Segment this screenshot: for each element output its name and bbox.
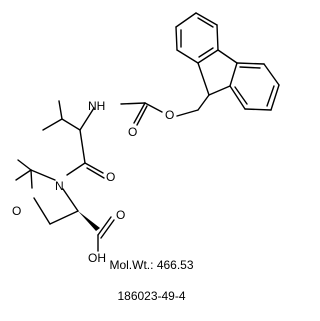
acid-oxygen-label: O (116, 208, 125, 222)
chemical-structure-diagram: NH O O O N O O OH (12, 12, 280, 265)
molecular-weight: Mol.Wt.: 466.53 (0, 258, 303, 272)
carbonyl-oxygen-label: O (128, 125, 137, 139)
fmoc-linker (120, 94, 210, 126)
carboxylic-acid (97, 216, 115, 252)
valine-backbone (42, 100, 105, 179)
oxazolidine-ring (15, 159, 79, 225)
amide-oxygen-label: O (106, 170, 115, 184)
structure-canvas: NH O O O N O O OH Mol.Wt.: 466.53 186023… (0, 12, 303, 303)
carbamate-oxygen-label: O (165, 108, 174, 122)
fluorene-right-ring (229, 62, 280, 111)
mol-wt-label: Mol.Wt.: (109, 258, 154, 272)
ring-oxygen-label: O (12, 204, 21, 218)
ring-nitrogen-label: N (55, 179, 64, 193)
fluorene-five-ring (197, 49, 238, 96)
cas-number: 186023-49-4 (117, 289, 186, 303)
nh-label: NH (88, 99, 105, 113)
acid-hydroxyl-label: OH (88, 251, 106, 265)
stereo-wedge-bond (78, 211, 100, 231)
mol-wt-value: 466.53 (156, 258, 194, 272)
fluorene-upper-ring (175, 12, 219, 64)
